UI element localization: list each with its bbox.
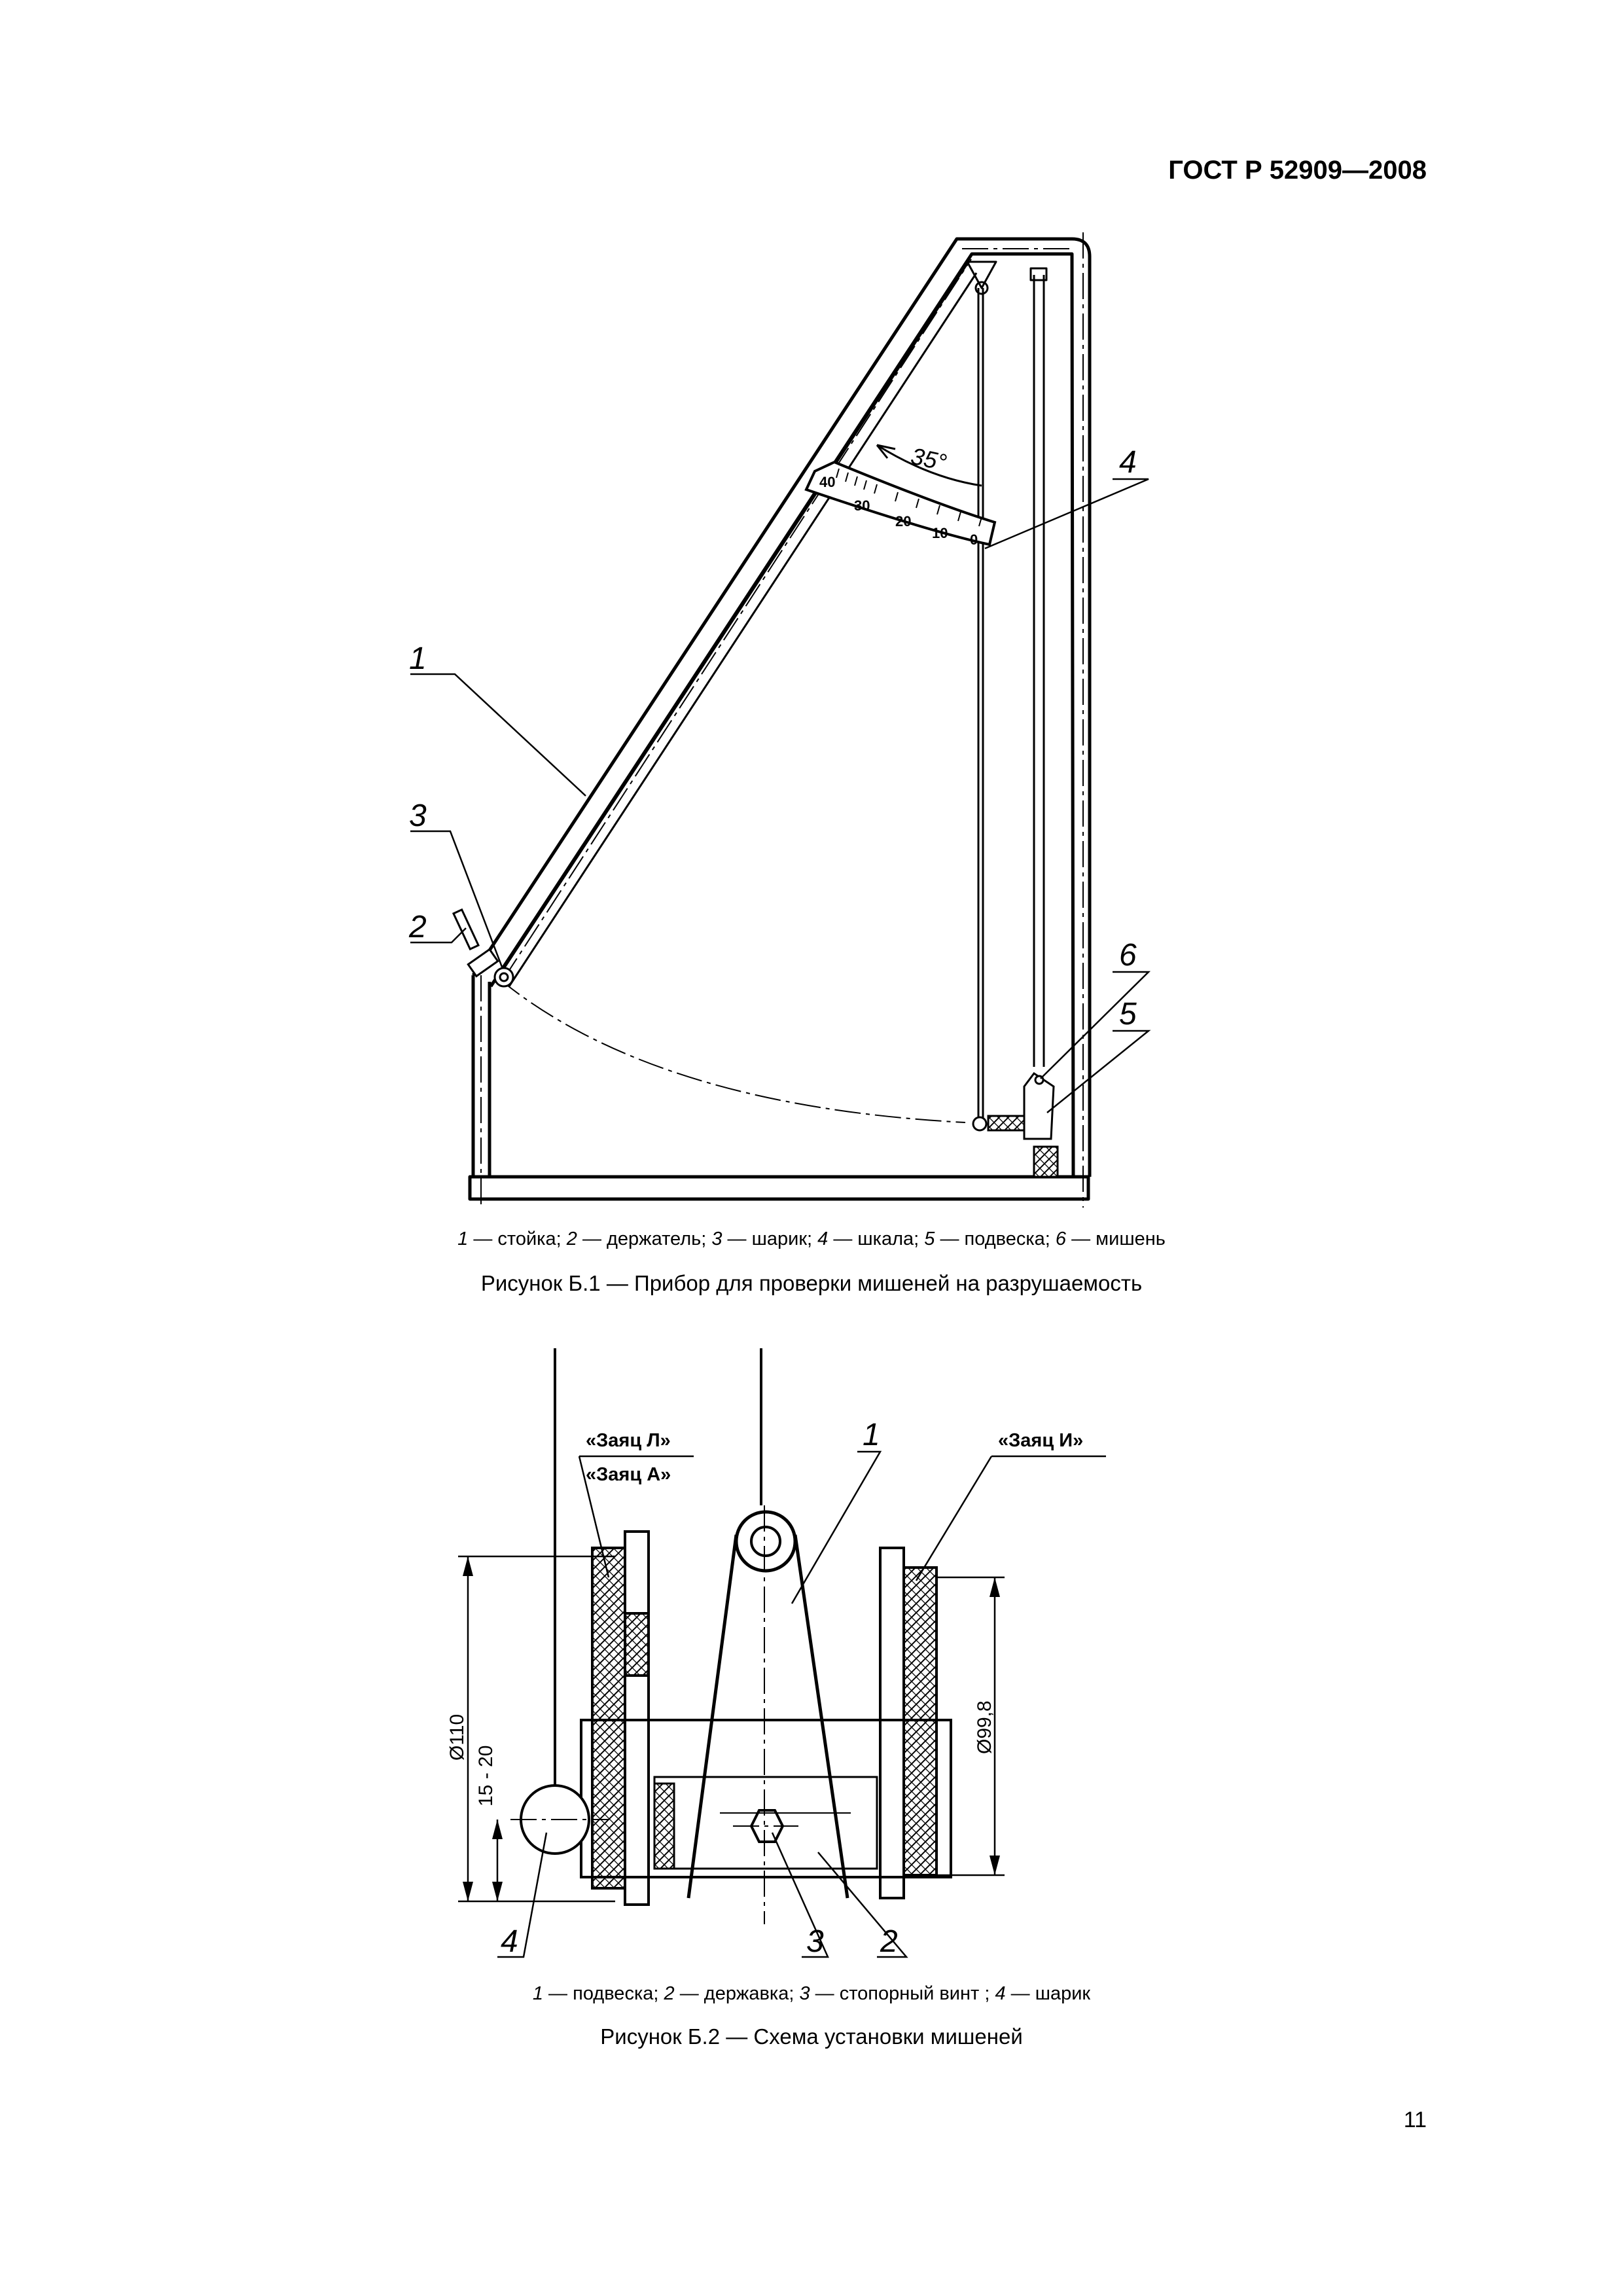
scale-tick: 40 <box>819 474 835 490</box>
figure-b1-legend: 1 — стойка; 2 — держатель; 3 — шарик; 4 … <box>457 1229 1166 1249</box>
label-zayats-i: «Заяц И» <box>998 1430 1083 1451</box>
dim-gap: 15 - 20 <box>475 1746 497 1806</box>
holder <box>452 908 480 951</box>
base-plate <box>468 1175 1090 1201</box>
figure-b1-drawing: 35° 40 30 20 10 0 <box>408 232 1151 1208</box>
scale-tick: 0 <box>970 531 978 548</box>
figure-b1-caption: Рисунок Б.1 — Прибор для проверки мишене… <box>480 1271 1143 1295</box>
callout-3: 3 <box>409 798 427 833</box>
document-header: ГОСТ Р 52909—2008 <box>1168 156 1427 185</box>
figure-b2-legend: 1 — подвеска; 2 — державка; 3 — стопорны… <box>532 1983 1091 2004</box>
figure-b2-drawing: Ø110 15 - 20 Ø99,8 «Заяц Л» «Заяц А» «За… <box>446 1348 1106 1959</box>
callout-2: 2 <box>880 1924 898 1959</box>
target-assembly <box>972 1071 1059 1178</box>
label-zayats-a: «Заяц А» <box>586 1464 671 1485</box>
callout-4: 4 <box>501 1924 518 1959</box>
dim-d99-8: Ø99,8 <box>974 1700 995 1754</box>
dim-d110: Ø110 <box>446 1714 468 1761</box>
scale-tick: 10 <box>932 525 948 541</box>
callout-1: 1 <box>409 641 427 676</box>
callout-2: 2 <box>408 910 427 944</box>
callout-6: 6 <box>1119 938 1137 973</box>
callout-4: 4 <box>1119 445 1137 480</box>
scale-tick: 20 <box>895 513 911 529</box>
scale: 40 30 20 10 0 <box>804 460 997 548</box>
callout-1: 1 <box>863 1418 880 1452</box>
page-number: 11 <box>1403 2108 1427 2132</box>
scale-tick: 30 <box>854 497 870 514</box>
figure-b2-caption: Рисунок Б.2 — Схема установки мишеней <box>600 2024 1023 2049</box>
callout-5: 5 <box>1119 997 1137 1031</box>
angle-label: 35° <box>908 442 949 476</box>
callout-3: 3 <box>806 1924 824 1959</box>
label-zayats-l: «Заяц Л» <box>586 1430 671 1451</box>
stand-frame <box>471 237 1092 1177</box>
